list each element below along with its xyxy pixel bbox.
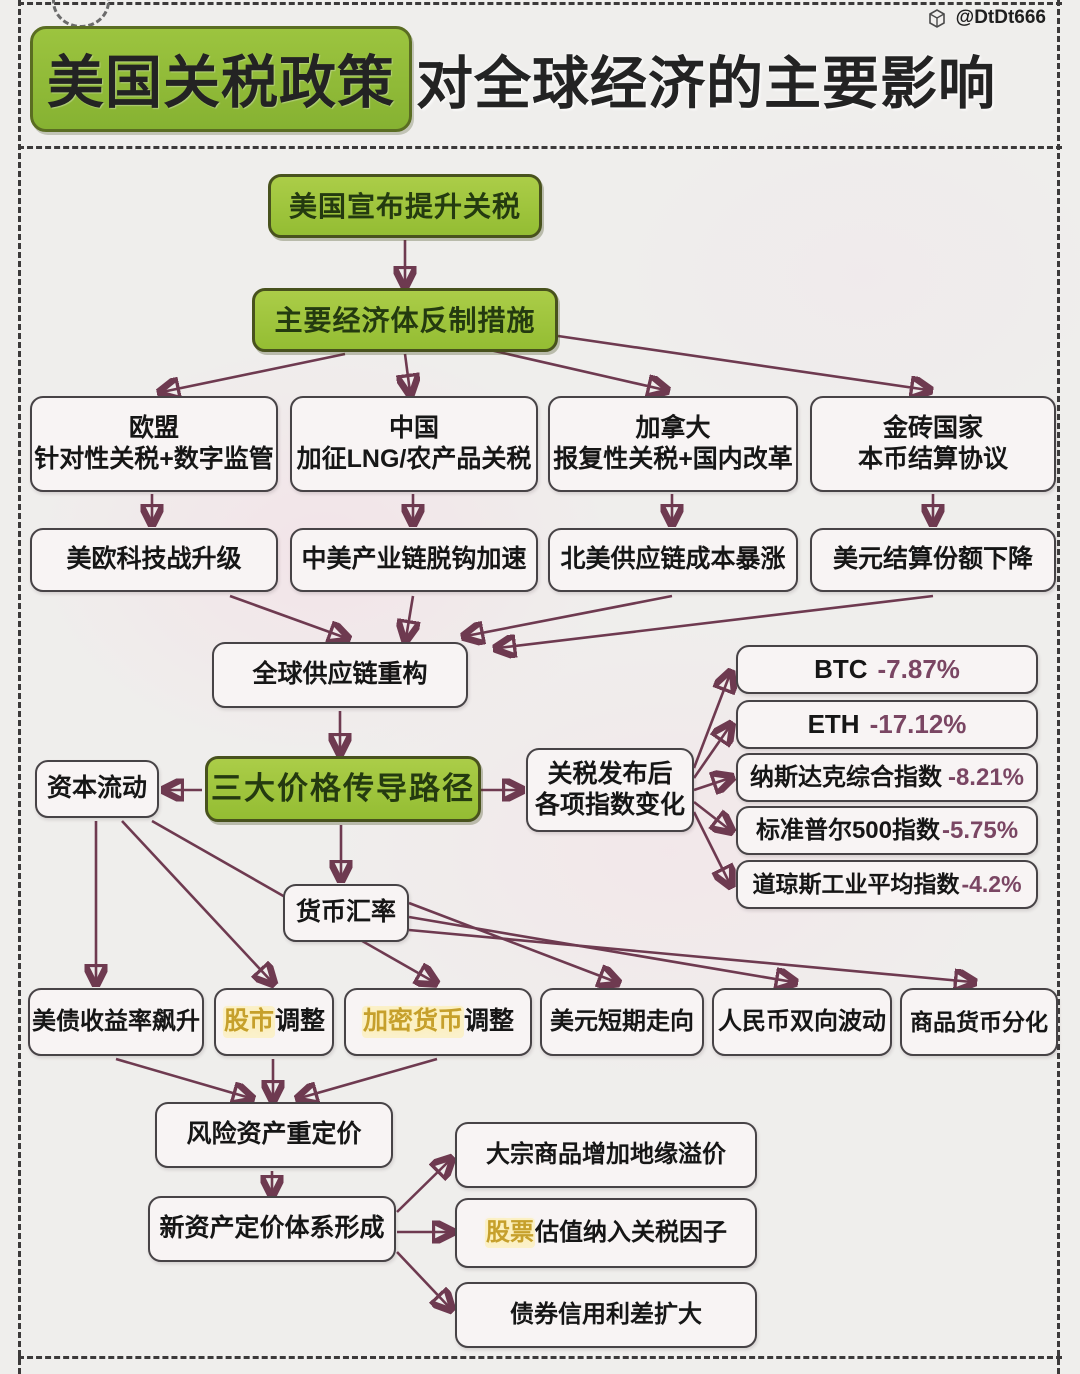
node-index-btc: BTC -7.87%	[736, 645, 1038, 694]
decorative-dashed-circle	[52, 0, 110, 28]
cube-icon	[928, 9, 945, 28]
frame-bottom-dashed	[18, 1356, 1062, 1359]
node-new-pricing-system: 新资产定价体系形成	[148, 1196, 396, 1262]
node-us-announce-tariff: 美国宣布提升关税	[268, 174, 542, 238]
node-index-nasdaq: 纳斯达克综合指数 -8.21%	[736, 753, 1038, 802]
node-usd-trend: 美元短期走向	[540, 988, 704, 1056]
node-index-dow: 道琼斯工业平均指数 -4.2%	[736, 860, 1038, 909]
node-eu: 欧盟 针对性关税+数字监管	[30, 396, 278, 492]
title-separator-dashed	[18, 146, 1062, 149]
title-rest-text: 对全球经济的主要影响	[416, 52, 996, 116]
node-canada: 加拿大 报复性关税+国内改革	[548, 396, 798, 492]
node-crypto-adjust: 加密货币调整	[344, 988, 532, 1056]
node-eu-effect: 美欧科技战升级	[30, 528, 278, 592]
node-counter-measures: 主要经济体反制措施	[252, 288, 558, 352]
node-fx-rate: 货币汇率	[283, 884, 409, 942]
node-china: 中国 加征LNG/农产品关税	[290, 396, 538, 492]
node-stock-adjust: 股市调整	[214, 988, 334, 1056]
node-bond-spread: 债券信用利差扩大	[455, 1282, 757, 1348]
node-capital-flow: 资本流动	[35, 760, 159, 818]
node-brics: 金砖国家 本币结算协议	[810, 396, 1056, 492]
title-highlight-pill: 美国关税政策	[30, 26, 412, 132]
node-equity-valuation: 股票估值纳入关税因子	[455, 1198, 757, 1268]
node-china-effect: 中美产业链脱钩加速	[290, 528, 538, 592]
node-index-sp500: 标准普尔500指数 -5.75%	[736, 806, 1038, 855]
node-treasury-yield: 美债收益率飙升	[28, 988, 204, 1056]
node-index-changes-header: 关税发布后 各项指数变化	[526, 748, 694, 832]
frame-top-dashed	[18, 2, 1062, 5]
node-index-eth: ETH -17.12%	[736, 700, 1038, 749]
page-title: 美国关税政策 对全球经济的主要影响	[30, 26, 1050, 132]
frame-left-dashed	[18, 0, 21, 1374]
node-canada-effect: 北美供应链成本暴涨	[548, 528, 798, 592]
node-three-price-paths: 三大价格传导路径	[205, 756, 481, 822]
node-commodity-premium: 大宗商品增加地缘溢价	[455, 1122, 757, 1188]
node-commodity-currency: 商品货币分化	[900, 988, 1058, 1056]
node-risk-repricing: 风险资产重定价	[155, 1102, 393, 1168]
node-supply-chain-restructure: 全球供应链重构	[212, 642, 468, 708]
title-highlight-text: 美国关税政策	[47, 51, 395, 115]
author-handle: @DtDt666	[925, 6, 1046, 30]
node-rmb-fluctuation: 人民币双向波动	[712, 988, 892, 1056]
author-handle-text: @DtDt666	[955, 7, 1046, 28]
node-brics-effect: 美元结算份额下降	[810, 528, 1056, 592]
frame-right-dashed	[1057, 0, 1060, 1374]
